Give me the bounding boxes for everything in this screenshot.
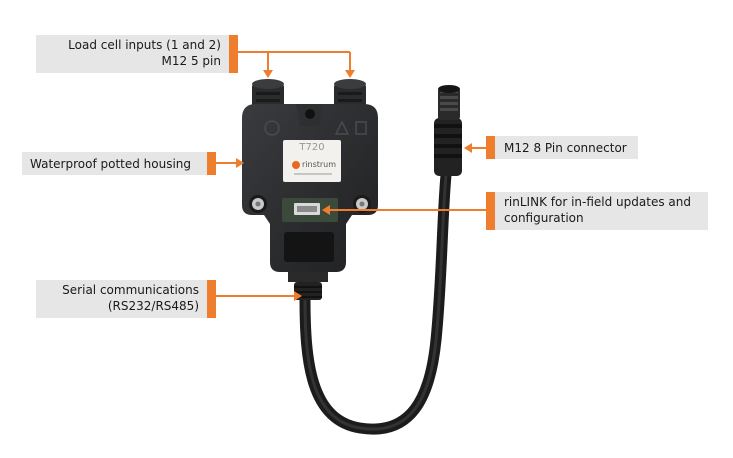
brand-logo-icon: [292, 161, 300, 169]
mounting-screw-left: [249, 195, 267, 213]
callout-housing-text: Waterproof potted housing: [30, 157, 192, 171]
callout-accent-bar: [486, 192, 495, 230]
leader-lines: [216, 51, 486, 297]
device-brand-label: rinstrum: [302, 160, 337, 169]
callout-accent-bar: [486, 136, 495, 159]
callout-load-cell-inputs: Load cell inputs (1 and 2) M12 5 pin: [36, 35, 238, 73]
callout-waterproof-housing: Waterproof potted housing: [22, 152, 216, 175]
m12-8pin-connector: [434, 85, 462, 176]
mounting-screw-right: [353, 195, 371, 213]
callout-load-cell-line2: M12 5 pin: [161, 54, 221, 68]
callout-rinlink-line1: rinLINK for in-field updates and: [504, 195, 691, 209]
callout-accent-bar: [229, 35, 238, 73]
callout-rinlink: rinLINK for in-field updates and configu…: [486, 192, 708, 230]
callout-rinlink-line2: configuration: [504, 211, 584, 225]
device-model-label: T720: [299, 142, 325, 153]
callout-m12-8pin: M12 8 Pin connector: [486, 136, 638, 159]
callout-serial-line2: (RS232/RS485): [107, 299, 199, 313]
callout-accent-bar: [207, 280, 216, 318]
housing-body: [242, 104, 378, 272]
callout-m12-text: M12 8 Pin connector: [504, 141, 627, 155]
label-plate: [283, 140, 341, 182]
leader-arrowheads: [236, 70, 472, 301]
callout-load-cell-line1: Load cell inputs (1 and 2): [68, 38, 221, 52]
callout-serial-communications: Serial communications (RS232/RS485): [36, 280, 216, 318]
callout-serial-line1: Serial communications: [62, 283, 199, 297]
lower-window: [284, 232, 334, 262]
callout-accent-bar: [207, 152, 216, 175]
